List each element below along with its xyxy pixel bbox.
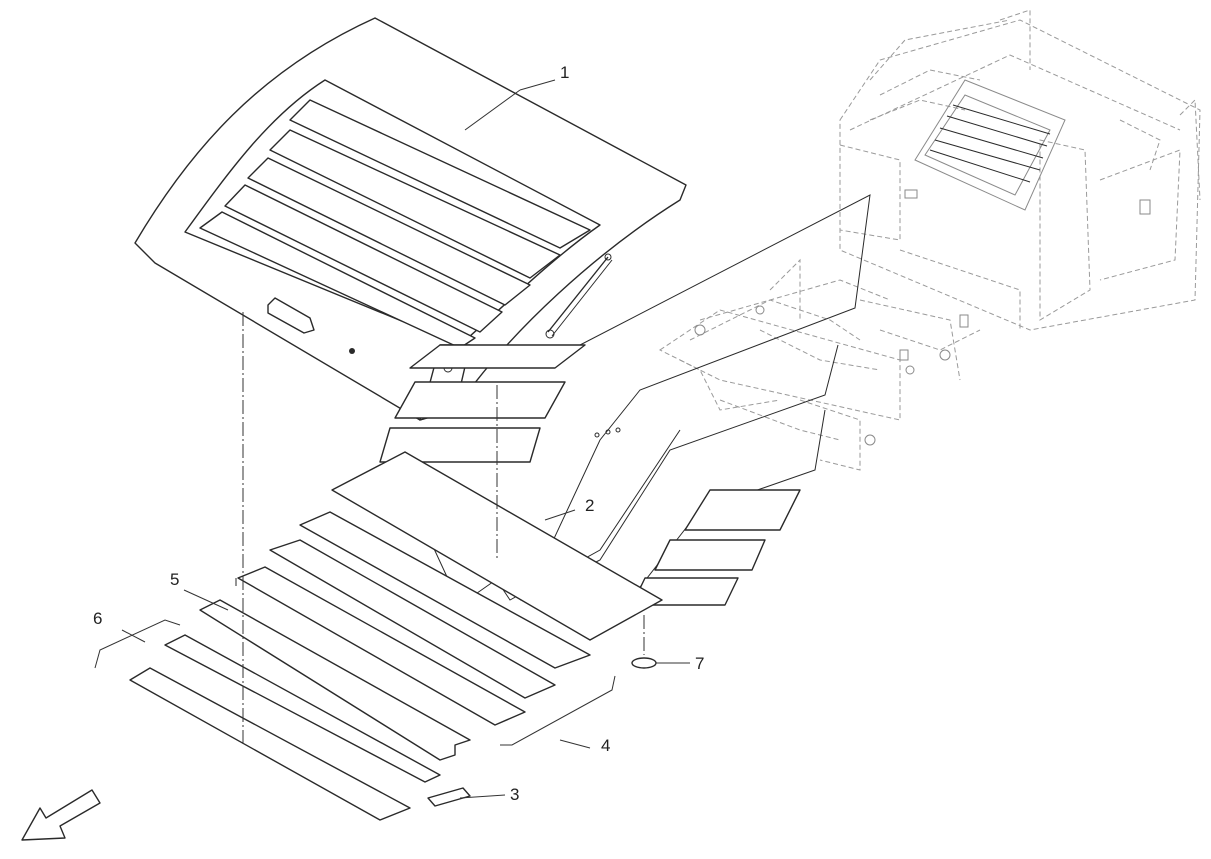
cover-bolt-icon — [349, 348, 355, 354]
machine-context-ghost — [659, 9, 1201, 471]
callout-1: 1 — [560, 63, 570, 82]
part-4-panels — [237, 451, 663, 726]
part-2-insulation-set — [369, 194, 871, 606]
front-direction-arrow-icon — [21, 789, 101, 841]
callout-7: 7 — [695, 654, 705, 673]
callout-4: 4 — [601, 736, 611, 755]
callout-5: 5 — [170, 570, 180, 589]
callout-3: 3 — [510, 785, 520, 804]
part-5-6-strips — [129, 578, 471, 821]
callout-6: 6 — [93, 609, 103, 628]
part-7-washer — [631, 657, 657, 669]
part-1-top-cover — [134, 17, 687, 421]
part-3-pad — [427, 787, 471, 807]
callout-2: 2 — [585, 496, 595, 515]
leader-lines — [94, 79, 690, 799]
